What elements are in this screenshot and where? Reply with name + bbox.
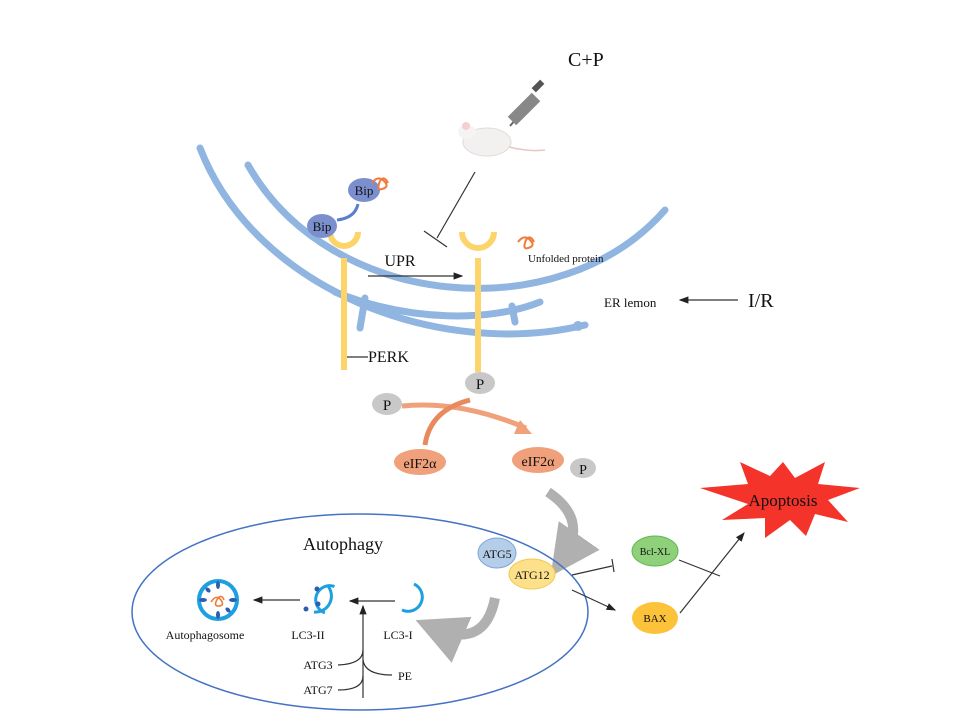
phosphate-receptor [465, 372, 495, 394]
eif2a-left-label: eIF2α [404, 457, 438, 472]
bip-release-arrow [336, 203, 360, 222]
perk-receptor-inactive [327, 231, 361, 370]
phosphate-free [372, 393, 402, 415]
autophagy-region [131, 513, 589, 711]
autophagosome-label: Autophagosome [166, 628, 245, 642]
lc3-ii-label: LC3-II [291, 628, 324, 642]
autophagy-label: Autophagy [303, 534, 383, 554]
apoptosis-burst [700, 462, 860, 538]
phosphate-receptor-label: P [476, 377, 484, 393]
lc3-i-label: LC3-I [383, 628, 412, 642]
atg12-label: ATG12 [514, 568, 549, 582]
upr-label: UPR [384, 253, 415, 270]
inhibition-arrow [423, 171, 476, 248]
bcl-xl-label: Bcl-XL [640, 547, 671, 558]
unfolded-protein-label: Unfolded protein [528, 253, 604, 265]
atg7-label: ATG7 [303, 683, 332, 697]
mouse-icon [458, 122, 546, 157]
pe-label: PE [398, 669, 412, 683]
unfolded-protein-icon [371, 177, 389, 191]
atg12-activates-bax [571, 589, 617, 611]
perk-receptor-active [459, 231, 497, 372]
ir-label: I/R [748, 290, 774, 312]
bip-bottom-label: Bip [313, 219, 332, 234]
er-lemon-label: ER lemon [604, 295, 657, 310]
bip-top-label: Bip [355, 183, 374, 198]
bip-bound [307, 214, 337, 238]
phosphate-free-label: P [383, 398, 391, 414]
treatment-label: C+P [568, 49, 604, 71]
atg3-label: ATG3 [303, 658, 332, 672]
bax-node [632, 602, 678, 634]
atg12-inhibits-bclxl [571, 565, 613, 576]
bax-label: BAX [643, 613, 666, 625]
atg5-label: ATG5 [482, 547, 511, 561]
atg12-node [508, 558, 556, 590]
bcl-xl-node [631, 535, 679, 567]
eif2a-unphosphorylated [394, 449, 446, 475]
apoptosis-label: Apoptosis [749, 491, 818, 510]
phosphate-eif2a-label: P [579, 463, 587, 478]
phosphate-eif2a [570, 458, 596, 478]
er-membrane [196, 144, 669, 338]
autophagosome-icon [197, 579, 239, 621]
to-apoptosis-arrow [679, 532, 745, 614]
eif2a-to-atg-arrow [545, 487, 600, 577]
perk-label: PERK [368, 349, 409, 366]
atg5-node [477, 537, 517, 569]
bip-released [348, 178, 380, 202]
lc3-i-icon [401, 582, 424, 613]
syringe-icon [507, 79, 545, 127]
lc3-ii-icon [303, 583, 335, 615]
unfolded-protein-icon [517, 236, 535, 250]
atg-to-lc3-arrow [415, 596, 500, 663]
eif2a-phosphorylated [512, 447, 564, 473]
eif2a-right-label: eIF2α [522, 455, 556, 470]
phosphorylation-arrow [401, 402, 527, 431]
